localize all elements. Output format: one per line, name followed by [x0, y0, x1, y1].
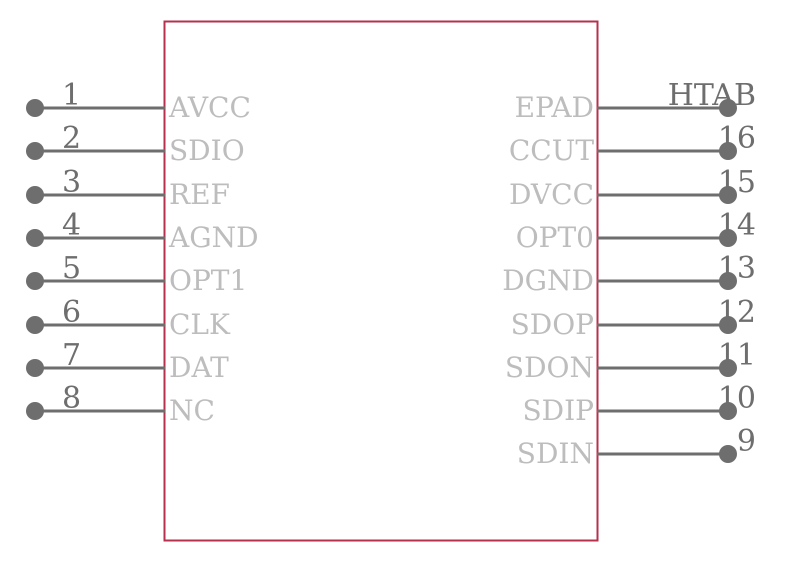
pin-name: REF [169, 178, 230, 211]
pin-12: 12 SDOP [511, 295, 756, 341]
pin-name: SDIO [169, 134, 245, 167]
pin-endpoint-dot [719, 142, 737, 160]
pin-endpoint-dot [719, 229, 737, 247]
pin-10: 10 SDIP [522, 381, 756, 427]
pin-number: 8 [62, 381, 81, 416]
pin-8: 8 NC [26, 381, 215, 427]
pin-number: 6 [62, 295, 81, 330]
pin-name: SDOP [511, 308, 594, 341]
pin-name: SDIP [522, 394, 594, 427]
pin-5: 5 OPT1 [26, 251, 247, 297]
pin-number: 2 [62, 121, 81, 156]
pin-endpoint-dot [719, 445, 737, 463]
pin-11: 11 SDON [505, 338, 756, 384]
pin-number: 16 [718, 121, 756, 156]
pin-endpoint-dot [26, 229, 44, 247]
pin-endpoint-dot [719, 186, 737, 204]
pin-name: NC [169, 394, 215, 427]
pin-number: 11 [718, 338, 756, 373]
pin-number: 3 [62, 165, 81, 200]
pin-endpoint-dot [719, 402, 737, 420]
pin-name: SDON [505, 351, 594, 384]
pin-number: 14 [718, 208, 756, 243]
pin-endpoint-dot [26, 186, 44, 204]
pin-endpoint-dot [719, 272, 737, 290]
pin-number: 4 [62, 208, 81, 243]
pin-name: DGND [502, 264, 594, 297]
pin-1: 1 AVCC [26, 78, 251, 124]
pin-number: 5 [62, 251, 81, 286]
pin-6: 6 CLK [26, 295, 231, 341]
pin-name: CCUT [509, 134, 594, 167]
pin-14: 14 OPT0 [516, 208, 756, 254]
pin-4: 4 AGND [26, 208, 259, 254]
left-pin-group: 1 AVCC 2 SDIO 3 REF 4 AGND 5 OPT1 6 CLK 7 DAT 8 NC [26, 78, 259, 427]
pin-number: 1 [62, 78, 81, 113]
pin-number: 13 [718, 251, 756, 286]
pin-7: 7 DAT [26, 338, 229, 384]
pin-endpoint-dot [26, 142, 44, 160]
pin-13: 13 DGND [502, 251, 756, 297]
right-pin-group: HTABEPAD16CCUT15DVCC14OPT013DGND12SDOP11… [502, 78, 756, 470]
pin-number: 15 [718, 165, 756, 200]
pin-htab: HTAB EPAD [515, 78, 756, 124]
pin-name: CLK [169, 308, 231, 341]
pin-2: 2 SDIO [26, 121, 245, 167]
pin-number: 10 [718, 381, 756, 416]
pin-3: 3 REF [26, 165, 230, 211]
pin-number: 9 [737, 424, 756, 459]
pin-name: AVCC [168, 91, 251, 124]
pin-endpoint-dot [26, 99, 44, 117]
pin-endpoint-dot [26, 272, 44, 290]
pin-endpoint-dot [26, 359, 44, 377]
pin-name: OPT0 [516, 221, 594, 254]
pin-endpoint-dot [719, 359, 737, 377]
pin-15: 15 DVCC [509, 165, 756, 211]
pin-name: AGND [168, 221, 259, 254]
pin-name: OPT1 [169, 264, 247, 297]
pin-endpoint-dot [26, 402, 44, 420]
pin-endpoint-dot [719, 316, 737, 334]
pin-number: HTAB [668, 78, 756, 113]
pin-16: 16 CCUT [509, 121, 756, 167]
pin-name: DAT [169, 351, 229, 384]
pin-endpoint-dot [26, 316, 44, 334]
pin-endpoint-dot [719, 99, 737, 117]
pin-number: 7 [62, 338, 81, 373]
pin-name: DVCC [509, 178, 594, 211]
pin-name: EPAD [515, 91, 594, 124]
pin-number: 12 [718, 295, 756, 330]
pin-name: SDIN [517, 437, 594, 470]
pin-9: 9 SDIN [517, 424, 756, 470]
